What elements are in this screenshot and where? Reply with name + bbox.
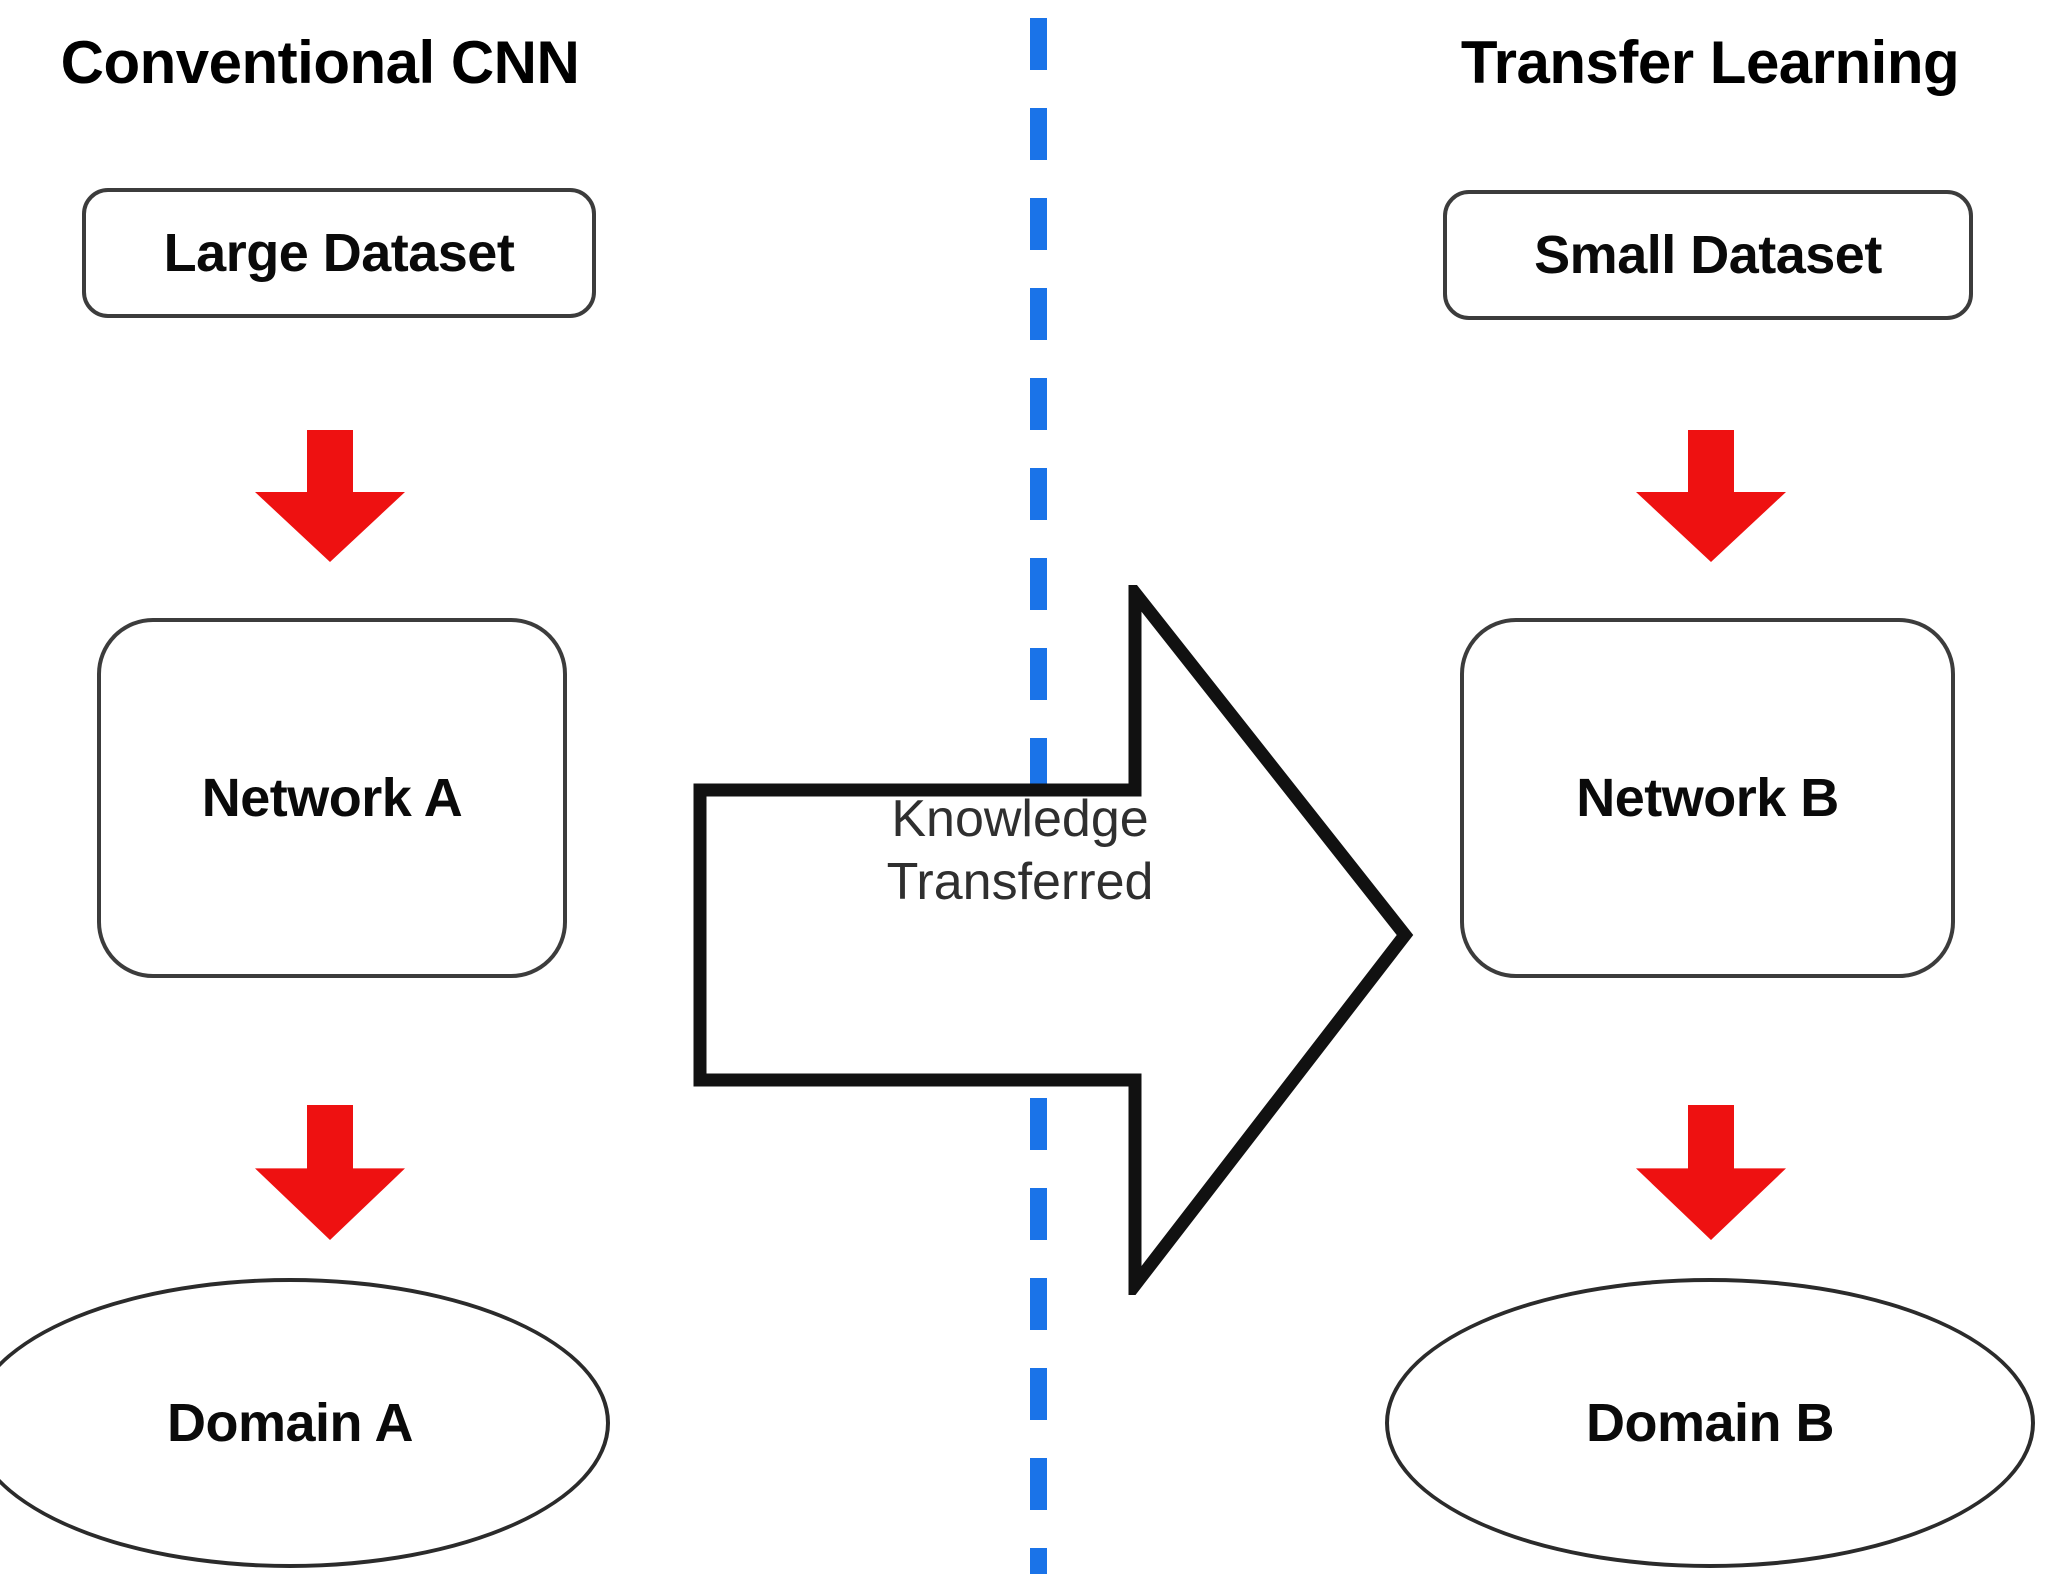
down-arrow-icon-network-b-to-domain-b xyxy=(1636,1105,1786,1240)
down-arrow-icon-dataset-to-network-a xyxy=(255,430,405,562)
node-domain-b: Domain B xyxy=(1385,1278,2035,1568)
panel-title-conventional-cnn: Conventional CNN xyxy=(60,29,580,96)
node-network-a: Network A xyxy=(97,618,567,978)
node-domain-a: Domain A xyxy=(0,1278,610,1568)
node-large-dataset: Large Dataset xyxy=(82,188,596,318)
node-network-a-label: Network A xyxy=(201,768,463,828)
panel-title-transfer-learning: Transfer Learning xyxy=(1460,29,1960,96)
dashed-divider-icon xyxy=(1030,18,1047,1574)
right-block-arrow-icon xyxy=(693,585,1414,1295)
node-small-dataset: Small Dataset xyxy=(1443,190,1973,320)
node-domain-b-label: Domain B xyxy=(1585,1393,1835,1453)
node-large-dataset-label: Large Dataset xyxy=(163,223,515,283)
node-network-b-label: Network B xyxy=(1576,768,1839,828)
node-domain-a-label: Domain A xyxy=(166,1393,414,1453)
knowledge-transferred-label: Knowledge Transferred xyxy=(886,790,1154,912)
down-arrow-icon-network-a-to-domain-a xyxy=(255,1105,405,1240)
node-small-dataset-label: Small Dataset xyxy=(1534,225,1882,285)
down-arrow-icon-dataset-to-network-b xyxy=(1636,430,1786,562)
node-network-b: Network B xyxy=(1460,618,1955,978)
